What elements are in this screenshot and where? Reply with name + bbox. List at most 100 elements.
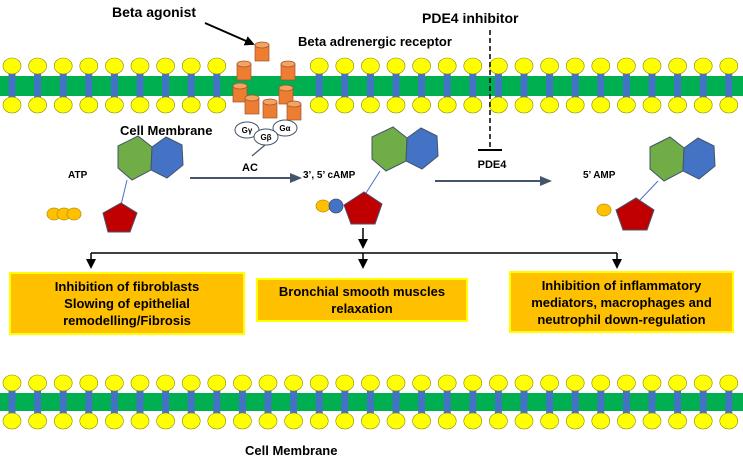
cell-membrane-bottom xyxy=(0,374,743,430)
lipid-head xyxy=(463,57,483,75)
lipid-head xyxy=(335,57,355,75)
g-alpha: Gα xyxy=(272,119,298,137)
phospholipid xyxy=(412,374,431,430)
phospholipid xyxy=(79,374,99,430)
lipid-tail xyxy=(648,72,656,99)
phospholipid xyxy=(489,57,508,114)
ac-arrow xyxy=(251,144,266,157)
phospholipid xyxy=(233,374,252,430)
amp-label: 5’ AMP xyxy=(583,170,616,181)
lipid-tail xyxy=(571,389,579,415)
cell-membrane-bottom-label: Cell Membrane xyxy=(245,443,337,458)
lipid-head xyxy=(719,374,739,392)
phospholipid xyxy=(284,374,303,430)
lipid-head xyxy=(693,374,713,392)
phospholipid xyxy=(693,374,713,430)
lipid-tail xyxy=(725,389,733,415)
lipid-tail xyxy=(110,72,118,99)
phospholipid xyxy=(591,374,611,430)
phospholipid xyxy=(386,57,406,114)
phospholipid xyxy=(105,57,124,114)
lipid-head xyxy=(386,96,406,114)
camp-hexagon-blue xyxy=(405,127,439,170)
lipid-tail xyxy=(443,389,451,415)
lipid-head xyxy=(361,57,380,75)
phospholipid xyxy=(617,57,636,114)
lipid-head xyxy=(437,374,457,392)
lipid-tail xyxy=(622,389,630,415)
lipid-head xyxy=(156,96,175,114)
beta-agonist-arrow xyxy=(204,22,255,46)
lipid-tail xyxy=(341,389,349,415)
phospholipid xyxy=(540,57,559,114)
lipid-tail xyxy=(418,389,426,415)
lipid-tail xyxy=(110,389,118,415)
phospholipid xyxy=(412,57,431,114)
lipid-tail xyxy=(213,72,221,99)
lipid-head xyxy=(309,96,329,114)
lipid-head xyxy=(412,412,431,430)
lipid-head xyxy=(412,96,431,114)
lipid-head xyxy=(489,57,508,75)
g-beta: Gβ xyxy=(253,128,279,146)
atp-hexagon-green xyxy=(117,135,153,181)
lipid-head xyxy=(693,96,713,114)
lipid-head xyxy=(565,96,585,114)
lipid-head xyxy=(463,96,483,114)
phospholipid xyxy=(79,57,99,114)
lipid-tail xyxy=(187,389,195,415)
lipid-head xyxy=(668,96,687,114)
lipid-head xyxy=(591,374,611,392)
lipid-head xyxy=(28,374,47,392)
lipid-head xyxy=(130,374,150,392)
lipid-head xyxy=(565,57,585,75)
phospholipid xyxy=(156,374,175,430)
lipid-head xyxy=(207,57,227,75)
downstream-arrows xyxy=(86,228,622,269)
phospholipid xyxy=(2,57,22,114)
effect-box-inflammation: Inhibition of inflammatory mediators, ma… xyxy=(509,271,734,333)
lipid-head xyxy=(591,96,611,114)
lipid-head xyxy=(540,412,559,430)
lipid-tail xyxy=(341,72,349,99)
amp-molecule: 5’ AMP xyxy=(583,136,716,231)
amp-pentagon xyxy=(615,197,655,231)
lipid-head xyxy=(53,374,73,392)
phospholipid xyxy=(514,374,534,430)
lipid-head xyxy=(437,57,457,75)
lipid-head xyxy=(489,96,508,114)
lipid-head xyxy=(309,374,329,392)
amp-hexagon-blue xyxy=(682,137,716,180)
lipid-head xyxy=(181,57,201,75)
phospholipid xyxy=(668,57,687,114)
lipid-head xyxy=(105,412,124,430)
g-gamma: Gγ xyxy=(234,121,260,139)
lipid-tail xyxy=(136,389,144,415)
lipid-tail xyxy=(725,72,733,99)
phospholipid xyxy=(591,57,611,114)
pde4-inhibitor-label: PDE4 inhibitor xyxy=(422,10,519,26)
phospholipid xyxy=(514,57,534,114)
camp-phosphate xyxy=(315,199,331,213)
lipid-tail xyxy=(494,72,502,99)
receptor-helix xyxy=(236,60,252,81)
lipid-head xyxy=(412,57,431,75)
lipid-tail xyxy=(392,72,400,99)
phospholipid xyxy=(463,374,483,430)
atp-molecule: ATP xyxy=(46,135,184,233)
receptor-helix xyxy=(232,82,248,103)
lipid-tail xyxy=(494,389,502,415)
lipid-head xyxy=(540,57,559,75)
lipid-head xyxy=(463,412,483,430)
effect-text-fibroblasts: Inhibition of fibroblasts Slowing of epi… xyxy=(54,279,200,328)
phospholipid xyxy=(130,57,150,114)
lipid-head xyxy=(514,374,534,392)
lipid-head xyxy=(437,412,457,430)
lipid-head xyxy=(591,412,611,430)
phospholipid xyxy=(693,57,713,114)
lipid-head xyxy=(668,374,687,392)
phospholipid xyxy=(53,57,73,114)
lipid-head xyxy=(668,412,687,430)
beta-receptor-label: Beta adrenergic receptor xyxy=(298,34,452,49)
lipid-tail xyxy=(136,72,144,99)
